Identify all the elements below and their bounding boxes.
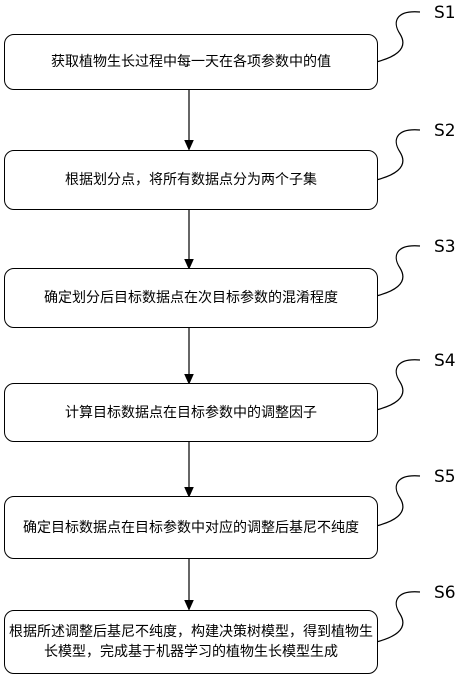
- leader-s6: [375, 591, 421, 643]
- leader-s2: [375, 129, 421, 181]
- step-box-s4: 计算目标数据点在目标参数中的调整因子: [4, 383, 378, 442]
- step-label-s2: S2: [434, 121, 456, 141]
- step-text-s2: 根据划分点，将所有数据点分为两个子集: [65, 172, 317, 188]
- leader-s1: [375, 11, 421, 63]
- step-box-s5: 确定目标数据点在目标参数中对应的调整后基尼不纯度: [4, 496, 378, 559]
- leader-s3: [375, 245, 421, 297]
- step-text-s3: 确定划分后目标数据点在次目标参数的混淆程度: [44, 290, 338, 306]
- leader-s4: [375, 359, 421, 411]
- step-label-s6: S6: [434, 583, 456, 603]
- step-box-s1: 获取植物生长过程中每一天在各项参数中的值: [4, 34, 378, 90]
- step-text-s5: 确定目标数据点在目标参数中对应的调整后基尼不纯度: [23, 519, 359, 536]
- step-label-s4: S4: [434, 351, 456, 371]
- step-text-s6: 根据所述调整后基尼不纯度，构建决策树模型，得到植物生长模型，完成基于机器学习的植…: [9, 624, 373, 660]
- step-text-s4: 计算目标数据点在目标参数中的调整因子: [65, 404, 317, 421]
- step-box-s2: 根据划分点，将所有数据点分为两个子集: [4, 150, 378, 210]
- step-label-s5: S5: [434, 467, 456, 487]
- step-box-s6: 根据所述调整后基尼不纯度，构建决策树模型，得到植物生长模型，完成基于机器学习的植…: [4, 610, 378, 674]
- step-label-s1: S1: [434, 3, 456, 23]
- leader-s5: [375, 475, 421, 527]
- step-label-s3: S3: [434, 237, 456, 257]
- step-box-s3: 确定划分后目标数据点在次目标参数的混淆程度: [4, 268, 378, 328]
- step-text-s1: 获取植物生长过程中每一天在各项参数中的值: [51, 54, 331, 70]
